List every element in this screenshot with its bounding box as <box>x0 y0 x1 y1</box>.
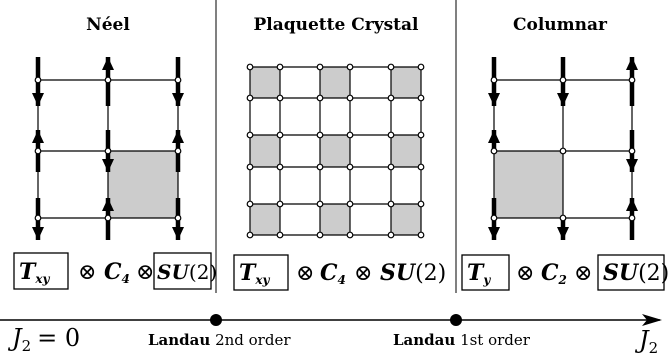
shaded-plaquette <box>320 204 350 235</box>
svg-text:SU(2): SU(2) <box>380 260 446 286</box>
shaded-plaquette <box>250 67 280 98</box>
spin-down-arrow <box>172 93 184 106</box>
plaquette-lattice <box>246 63 425 239</box>
spin-up-arrow <box>172 130 184 143</box>
symmetry-label-plaquette: Txy ⊗ C4 ⊗ SU(2) <box>233 254 446 291</box>
neel-shaded-plaquette <box>108 151 178 218</box>
spin-down-arrow <box>488 93 500 106</box>
spin-up-arrow <box>102 198 114 211</box>
shaded-plaquette <box>391 135 421 167</box>
spin-down-arrow <box>557 93 569 106</box>
svg-text:Txy: Txy <box>239 260 271 287</box>
svg-text:⊗: ⊗ <box>354 261 372 286</box>
transition-label-first-order: Landau 1st order <box>393 331 531 349</box>
shaded-plaquette <box>320 67 350 98</box>
shaded-plaquette <box>391 204 421 235</box>
svg-text:SU(2): SU(2) <box>157 260 217 284</box>
box-spin-symmetry <box>153 252 212 290</box>
svg-text:C4: C4 <box>104 259 130 286</box>
symmetry-label-neel: Txy ⊗ C4 ⊗ SU(2) <box>13 252 217 290</box>
transition-label-second-order: Landau 2nd order <box>148 331 291 349</box>
box-translation <box>13 252 69 290</box>
svg-text:C2: C2 <box>541 260 567 287</box>
axis-end-label: J2 <box>634 326 658 353</box>
symmetry-label-columnar: Ty ⊗ C2 ⊗ SU(2) <box>461 254 669 291</box>
svg-text:⊗: ⊗ <box>136 260 154 285</box>
spin-down-arrow <box>557 227 569 240</box>
columnar-lattice <box>488 57 638 240</box>
box-translation <box>461 254 510 291</box>
axis-start-label: J2= 0 <box>7 324 80 353</box>
shaded-plaquette <box>320 135 350 167</box>
spin-down-arrow <box>32 93 44 106</box>
spin-up-arrow <box>102 57 114 70</box>
spin-up-arrow <box>626 57 638 70</box>
spin-down-arrow <box>172 227 184 240</box>
spin-down-arrow <box>102 159 114 172</box>
title-columnar: Columnar <box>513 15 608 35</box>
title-plaquette: Plaquette Crystal <box>253 15 419 35</box>
spin-down-arrow <box>488 227 500 240</box>
svg-text:Txy: Txy <box>19 259 51 286</box>
box-translation <box>233 254 289 291</box>
neel-lattice <box>32 57 184 240</box>
svg-text:C4: C4 <box>320 260 346 287</box>
box-spin-symmetry <box>597 254 665 291</box>
svg-text:⊗: ⊗ <box>296 261 314 286</box>
spin-up-arrow <box>626 198 638 211</box>
svg-text:⊗: ⊗ <box>574 261 592 286</box>
svg-text:⊗: ⊗ <box>78 260 96 285</box>
title-neel: Néel <box>86 15 130 35</box>
shaded-plaquette <box>250 204 280 235</box>
spin-up-arrow <box>32 130 44 143</box>
shaded-plaquette <box>250 135 280 167</box>
transition-point-first-order <box>450 314 462 326</box>
transition-point-second-order <box>210 314 222 326</box>
spin-up-arrow <box>488 130 500 143</box>
shaded-plaquette <box>391 67 421 98</box>
spin-down-arrow <box>626 159 638 172</box>
columnar-shaded-plaquette <box>494 151 563 218</box>
spin-down-arrow <box>32 227 44 240</box>
svg-text:⊗: ⊗ <box>516 261 534 286</box>
svg-text:Ty: Ty <box>467 260 491 287</box>
svg-text:SU(2): SU(2) <box>603 260 669 286</box>
